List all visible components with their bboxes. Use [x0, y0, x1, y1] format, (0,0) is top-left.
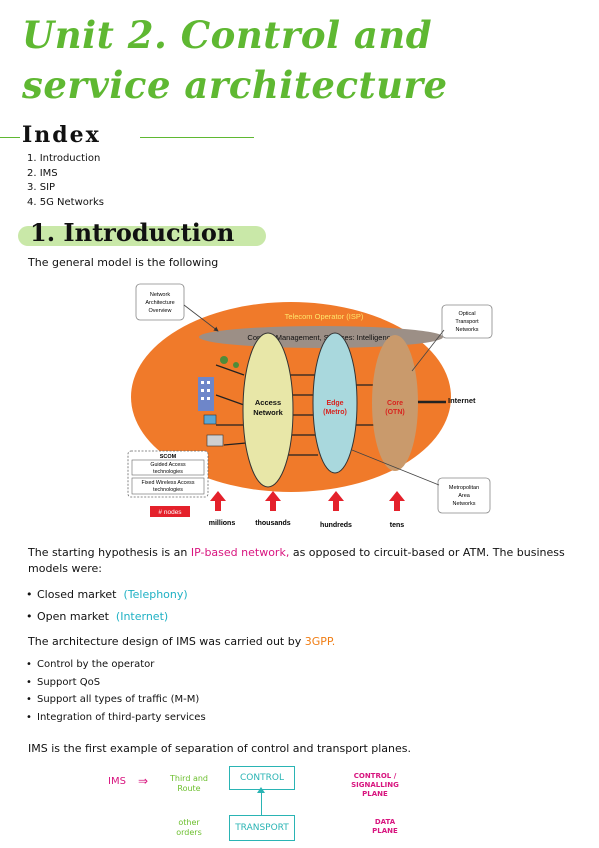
edge-ellipse: [312, 332, 358, 474]
divider-left: [0, 137, 20, 138]
arrow-icon: ⇒: [138, 774, 149, 788]
computer-icon: [206, 434, 224, 447]
core-label-2: (OTN): [385, 409, 404, 416]
paragraph-3gpp: The architecture design of IMS was carri…: [28, 635, 336, 648]
svg-text:Area: Area: [458, 493, 471, 499]
scale-label: tens: [390, 522, 405, 529]
svg-text:technologies: technologies: [153, 469, 183, 475]
ims-label: IMS: [108, 776, 126, 787]
business-models-list: Closed market (Telephony) Open market (I…: [26, 584, 188, 628]
access-ellipse: [242, 332, 294, 488]
internet-label: Internet: [448, 396, 476, 405]
3gpp-highlight: 3GPP.: [304, 635, 336, 648]
scale-label: thousands: [255, 520, 290, 527]
list-item: Support all types of traffic (M-M): [26, 691, 206, 709]
metro-callout: [437, 477, 491, 514]
antenna-icon: [220, 356, 228, 364]
scale-label: hundreds: [320, 522, 352, 529]
edge-label-2: (Metro): [323, 409, 347, 416]
svg-text:# nodes: # nodes: [158, 509, 182, 516]
otn-callout: [441, 304, 493, 339]
core-label-1: Core: [387, 400, 403, 407]
access-label-2: Network: [253, 408, 283, 417]
core-ellipse: [372, 335, 418, 471]
index-item: 1. Introduction: [27, 153, 101, 164]
index-heading: Index: [22, 122, 101, 148]
access-label-1: Access: [255, 398, 281, 407]
list-item: Support QoS: [26, 674, 206, 692]
other-orders-note: other orders: [176, 818, 202, 837]
list-item: Open market (Internet): [26, 606, 188, 628]
svg-text:Optical: Optical: [458, 311, 475, 317]
paragraph-planes: IMS is the first example of separation o…: [28, 742, 412, 755]
nodes-tag: [150, 506, 190, 517]
overview-callout: [135, 283, 185, 321]
data-plane-label: DATA PLANE: [372, 818, 398, 835]
svg-text:Overview: Overview: [149, 308, 172, 314]
list-item: Integration of third-party services: [26, 709, 206, 727]
scale-arrows: [210, 491, 405, 511]
index-item: 2. IMS: [27, 167, 58, 179]
building-icon: [198, 377, 214, 411]
svg-text:technologies: technologies: [153, 487, 183, 493]
connector-arrow-icon: [257, 787, 265, 793]
index-item: 4. 5G Networks: [27, 196, 104, 208]
control-plane-label: CONTROL / SIGNALLING PLANE: [351, 772, 399, 798]
ip-highlight: IP-based network,: [190, 546, 290, 559]
plane-connector: [261, 789, 262, 815]
svg-text:Fixed Wireless Access: Fixed Wireless Access: [142, 480, 195, 486]
operator-label: Telecom Operator (ISP): [285, 312, 364, 321]
divider-right: [140, 137, 254, 138]
list-item: Control by the operator: [26, 656, 206, 674]
svg-text:Transport: Transport: [455, 319, 479, 325]
svg-text:Networks: Networks: [456, 327, 479, 333]
svg-text:SCOM: SCOM: [160, 454, 177, 460]
ims-goals-list: Control by the operator Support QoS Supp…: [26, 656, 206, 726]
section-highlight: [18, 226, 266, 246]
list-item: Closed market (Telephony): [26, 584, 188, 606]
control-band-label: Control, Management, Services: Intellige…: [247, 333, 394, 342]
index-list: 1. Introduction 2. IMS 3. SIP 4. 5G Netw…: [27, 152, 104, 210]
monitor-icon: [203, 414, 217, 425]
edge-label-1: Edge: [326, 400, 343, 407]
svg-text:Architecture: Architecture: [145, 300, 174, 306]
intro-text: The general model is the following: [28, 256, 219, 269]
section-heading: 1. Introduction: [30, 218, 235, 247]
svg-text:Guided Access: Guided Access: [150, 462, 186, 468]
svg-text:Metropolitan: Metropolitan: [449, 485, 479, 491]
paragraph-hypothesis: The starting hypothesis is an IP-based n…: [28, 546, 565, 575]
transport-box: TRANSPORT: [229, 815, 295, 841]
index-item: 3. SIP: [27, 182, 56, 193]
scale-label: millions: [209, 520, 236, 527]
network-architecture-diagram: Telecom Operator (ISP) Control, Manageme…: [127, 283, 493, 529]
svg-text:Networks: Networks: [453, 501, 476, 507]
svg-text:Network: Network: [150, 292, 170, 298]
page-title: Unit 2. Control and service architecture: [22, 13, 448, 107]
